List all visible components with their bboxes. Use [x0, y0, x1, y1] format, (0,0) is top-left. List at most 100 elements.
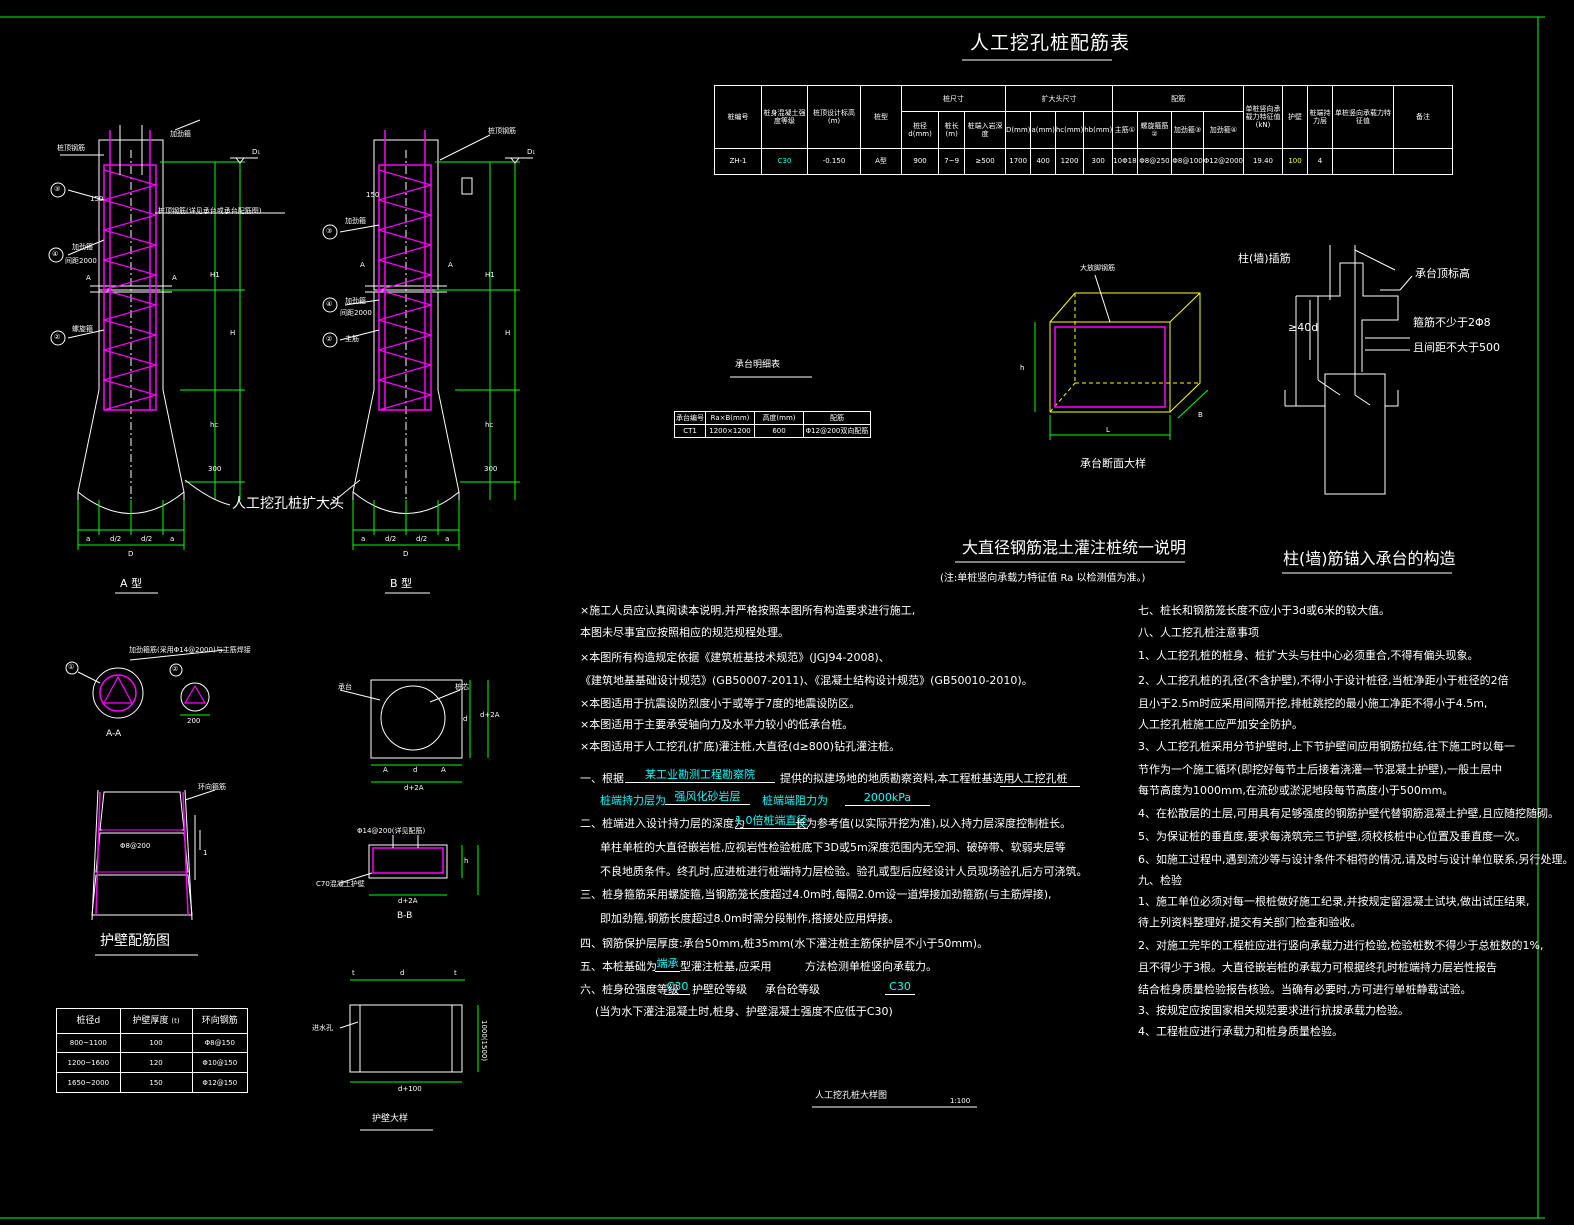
note-10d: 承台砼等级: [765, 983, 820, 996]
pile-a-hc: hc: [210, 421, 219, 429]
note-7: 即加劲箍,钢筋长度超过8.0m时需分段制作,搭接处应用焊接。: [600, 912, 900, 925]
pile-a-stir: 加劲箍: [170, 130, 191, 138]
th-stir4: 加劲箍④: [1202, 111, 1245, 149]
note-2a: 桩端持力层为: [600, 794, 666, 807]
plan-d: d: [413, 766, 418, 774]
table-row: ZH-1 C30 -0.150 A型 900 7~9 ≥500 1700 400…: [714, 147, 1453, 176]
wall-rebar-title: 护壁配筋图: [100, 933, 170, 949]
note-11: (当为水下灌注混凝土时,桩身、护壁混凝土强度不应低于C30): [595, 1005, 893, 1018]
note-5: 不良地质条件。终孔时,应进桩进行桩端持力层检验。验孔或型后应经设计人员现场验孔后…: [600, 865, 1088, 878]
wd-t-right: t: [454, 969, 457, 977]
pile-type-b: [184, 130, 533, 550]
note-line: 人工挖孔桩施工应严加安全防护。: [1138, 718, 1303, 731]
note-line: 6、如施工过程中,遇到流沙等与设计条件不相符的情况,请及时与设计单位联系,另行处…: [1138, 853, 1574, 866]
note-1d: 人工挖孔桩: [1000, 773, 1080, 787]
cap-cell-size: 1200×1200: [705, 424, 755, 438]
wall-r1-d: 800~1100: [56, 1032, 121, 1054]
pile-b-c2: ②: [326, 335, 333, 343]
bb-dim-d2: d+2A: [398, 897, 418, 905]
bb-top-label: 承台: [338, 683, 352, 691]
plan-vd: d: [463, 715, 468, 723]
cap-th-h: 高度(mm): [754, 411, 804, 425]
wall-r2-ring: Φ10@150: [191, 1052, 249, 1074]
cell-type: A型: [860, 147, 902, 176]
wall-th-unit: (t): [171, 1016, 180, 1025]
note-9d: 方法检测单桩竖向承载力。: [805, 960, 937, 973]
cap-h: h: [1020, 364, 1025, 372]
note-3b: 1.0倍桩端直径: [735, 814, 808, 829]
note-line: 且不得少于3根。大直径嵌岩桩的承载力可根据终孔时桩端持力层岩性报告: [1138, 961, 1497, 974]
note-9a: 五、本桩基础为: [580, 960, 657, 973]
cap-table-title: 承台明细表: [735, 360, 781, 370]
cell-hb: 300: [1083, 147, 1114, 176]
plan-vd2: d+2A: [480, 711, 500, 719]
cell-rock: ≥500: [964, 147, 1006, 176]
wall-rebar-figure: [91, 789, 216, 921]
pile-b-H: H: [505, 329, 511, 337]
pile-b-H1: H1: [485, 271, 495, 279]
system-note-title: 大直径钢筋混土灌注桩统一说明: [962, 538, 1187, 557]
wall-ring-label: 环向箍筋: [198, 783, 226, 791]
th-stir3: 加劲箍③: [1171, 111, 1204, 149]
bb-ring-label: C70混凝土护壁: [316, 880, 365, 888]
pile-a-level: D₁: [252, 148, 261, 156]
th-spiral: 螺旋箍筋②: [1136, 111, 1173, 149]
wall-th-t: 护壁厚度: [132, 1015, 169, 1026]
note-2c: 桩端端阻力为: [762, 794, 828, 807]
cap-3d-figure: [1034, 274, 1209, 440]
wall-r3-d: 1650~2000: [56, 1072, 121, 1093]
section-aa-title: A-A: [106, 729, 122, 739]
aa-c1: ①: [68, 663, 75, 671]
pile-b-150: 150: [366, 191, 380, 199]
note-3c: 长为参考值(以实际开挖为准),以入持力层深度控制桩长。: [795, 817, 1072, 830]
note-3a: 二、桩端进入设计持力层的深度为: [580, 817, 745, 830]
th-main: 主筋①: [1112, 111, 1138, 149]
note-line: 2、人工挖孔桩的孔径(不含护壁),不得小于设计桩径,当桩净距小于桩径的2倍: [1138, 674, 1509, 687]
pile-a-c3: ③: [54, 185, 61, 193]
section-a-a: [65, 649, 226, 719]
anchor-detail-figure: [1284, 245, 1413, 495]
cap-th-rebar: 配筋: [803, 411, 871, 425]
cap-top-rebar: 大放脚钢筋: [1080, 264, 1115, 272]
th-len: 桩长(m): [938, 111, 966, 149]
anchor-insert: 柱(墙)插筋: [1238, 252, 1291, 265]
th-hb: hb(mm): [1083, 111, 1114, 149]
wd-h: 1000(1500): [480, 1020, 488, 1062]
note-line: 七、桩长和钢筋笼长度不应小于3d或6米的较大值。: [1138, 604, 1390, 617]
note-1a: 一、根据: [580, 772, 624, 785]
system-note-subtitle: (注:单桩竖向承载力特征值 Ra 以检测值为准。): [940, 573, 1146, 584]
cap-cell-rebar: Φ12@200双向配筋: [803, 424, 871, 438]
pile-a-sa-left: A: [86, 274, 91, 282]
cell-hc: 1200: [1054, 147, 1085, 176]
cap-th-size: Ra×B(mm): [705, 411, 755, 425]
wall-r1-t: 100: [119, 1032, 193, 1054]
th-cap: 单桩竖向承载力特征值(kN): [1243, 85, 1283, 149]
wd-b: d+100: [398, 1085, 422, 1093]
cell-len: 7~9: [938, 147, 966, 176]
note-line: 九、检验: [1138, 874, 1182, 887]
note-line: 1、施工单位必须对每一根桩做好施工纪录,并按规定留混凝土试块,做出试压结果,: [1138, 895, 1530, 908]
pile-a-dim-d2a: d/2: [110, 535, 122, 543]
wall-r3-t: 150: [119, 1072, 193, 1093]
th-rock: 桩端入岩深度: [964, 111, 1006, 149]
pile-b-dim-a2: a: [445, 535, 450, 543]
th-D: D(mm): [1004, 111, 1032, 149]
pile-a-H1: H1: [210, 271, 220, 279]
cell-elev: -0.150: [807, 147, 861, 176]
cap-section-title: 承台断面大样: [1080, 457, 1146, 470]
pile-a-spiral: 螺旋箍: [72, 325, 93, 333]
pile-a-stir-label: 加劲箍: [72, 243, 93, 251]
aa-note: 加劲箍筋(采用Φ14@2000)与主筋焊接: [129, 646, 251, 654]
pile-a-dim-d2b: d/2: [141, 535, 153, 543]
th-pile: 桩尺寸: [901, 84, 1006, 113]
th-head: 扩大头尺寸: [1004, 84, 1114, 113]
th-remark: 备注: [1393, 85, 1453, 149]
anchor-spacing: 且间距不大于500: [1413, 341, 1500, 354]
cell-main: 10Φ18: [1112, 147, 1138, 176]
th-elev: 桩顶设计标高(m): [807, 85, 861, 149]
th-id: 桩编号: [714, 85, 762, 149]
pile-a-dim-a1: a: [86, 535, 91, 543]
note-line: 2、对施工完毕的工程桩应进行竖向承载力进行检验,检验桩数不得少于总桩数的1%,: [1138, 939, 1544, 952]
